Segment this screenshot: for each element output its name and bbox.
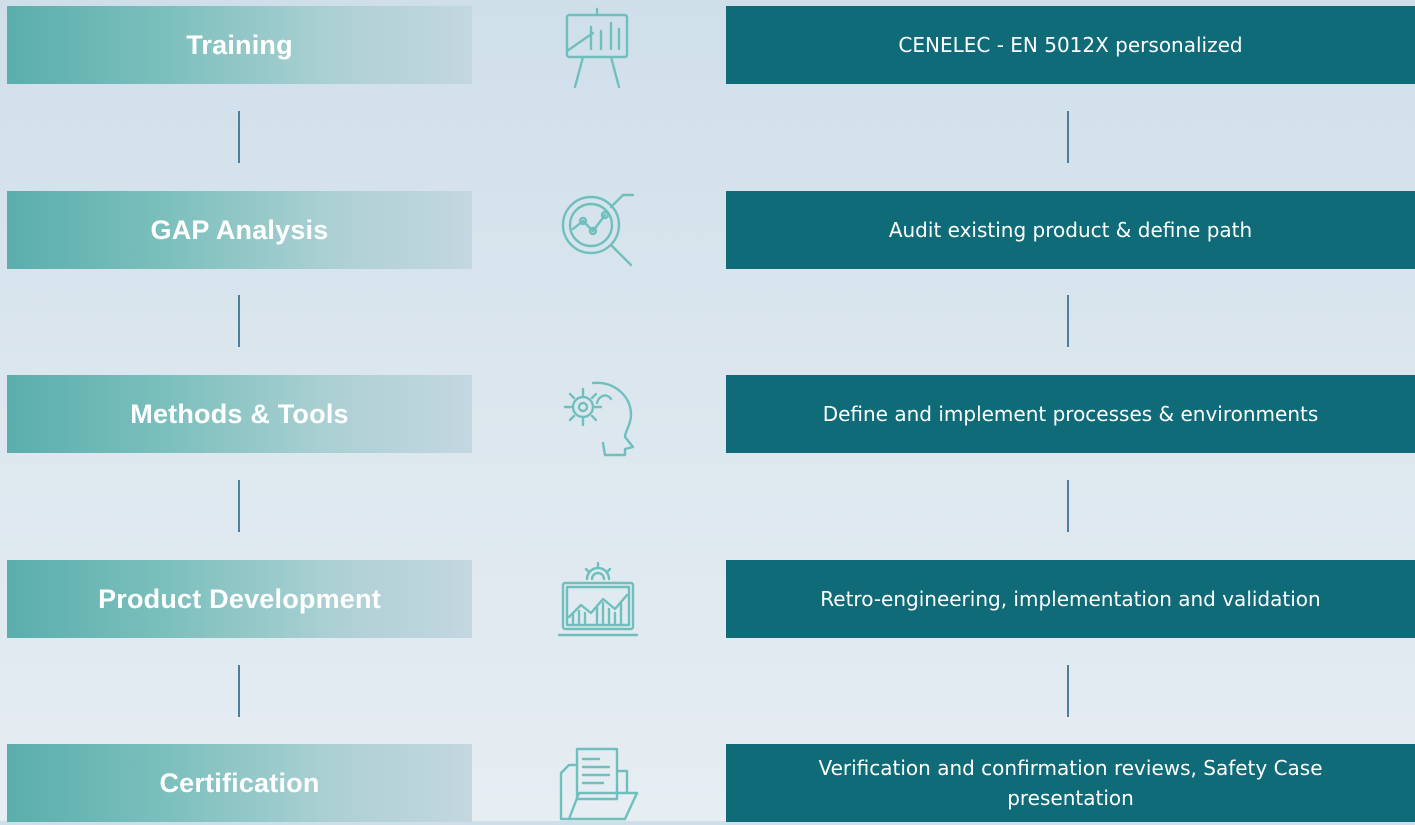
- step-certification-box: Certification: [7, 744, 472, 822]
- connector-right: [1067, 295, 1069, 347]
- head-gear-icon: [553, 373, 643, 459]
- step-gap-analysis-description: Audit existing product & define path: [726, 191, 1415, 269]
- connector-left: [238, 480, 240, 532]
- connector-left: [238, 295, 240, 347]
- step-label: Methods & Tools: [130, 398, 349, 429]
- step-gap-analysis-box: GAP Analysis: [7, 191, 472, 269]
- step-training-box: Training: [7, 6, 472, 84]
- connector-left: [238, 665, 240, 717]
- connector-right: [1067, 665, 1069, 717]
- step-label: Product Development: [98, 583, 381, 614]
- connector-right: [1067, 480, 1069, 532]
- step-label: Certification: [159, 767, 320, 798]
- step-product-development-box: Product Development: [7, 560, 472, 638]
- step-label: GAP Analysis: [150, 214, 329, 245]
- step-label: Training: [186, 29, 293, 60]
- step-training-description: CENELEC - EN 5012X personalized: [726, 6, 1415, 84]
- laptop-gear-chart-icon: [553, 557, 643, 643]
- folder-document-icon: [553, 739, 643, 825]
- connector-right: [1067, 111, 1069, 163]
- step-methods-tools-box: Methods & Tools: [7, 375, 472, 453]
- step-product-development-description: Retro-engineering, implementation and va…: [726, 560, 1415, 638]
- step-certification-description: Verification and confirmation reviews, S…: [726, 744, 1415, 822]
- magnifier-chart-icon: [553, 187, 643, 273]
- connector-left: [238, 111, 240, 163]
- step-methods-tools-description: Define and implement processes & environ…: [726, 375, 1415, 453]
- presentation-chart-icon: [553, 5, 643, 91]
